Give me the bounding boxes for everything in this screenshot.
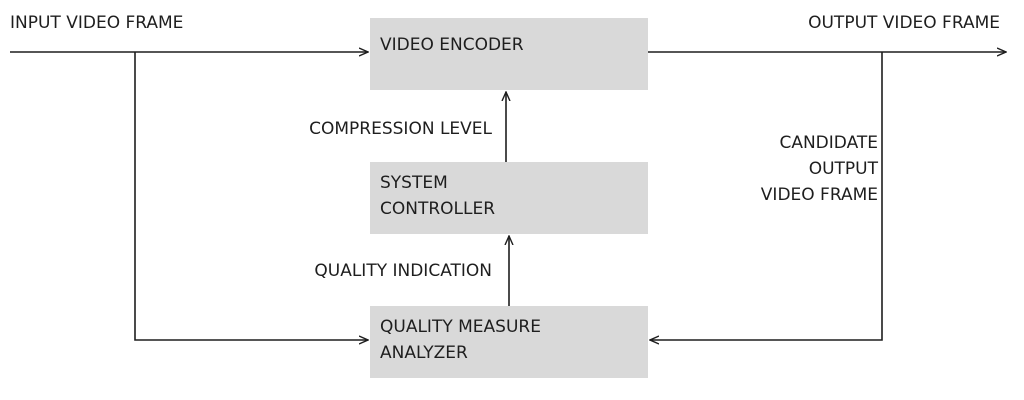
output-video-frame-label: OUTPUT VIDEO FRAME	[808, 13, 1000, 33]
candidate-to-analyzer-arrow	[650, 52, 883, 340]
candidate-label-line-2: OUTPUT	[808, 159, 878, 179]
quality-measure-analyzer-box: QUALITY MEASURE ANALYZER	[370, 306, 648, 378]
input-to-analyzer-arrow	[134, 52, 368, 340]
system-controller-label-line-2: CONTROLLER	[380, 199, 496, 219]
quality-indication-label: QUALITY INDICATION	[314, 261, 492, 281]
candidate-output-label: CANDIDATE OUTPUT VIDEO FRAME	[761, 130, 878, 208]
quality-analyzer-label-line-2: ANALYZER	[380, 343, 468, 363]
candidate-label-line-3: VIDEO FRAME	[760, 185, 878, 205]
quality-analyzer-label-line-1: QUALITY MEASURE	[380, 317, 541, 337]
video-encoder-box: VIDEO ENCODER	[370, 18, 648, 90]
input-video-frame-label: INPUT VIDEO FRAME	[10, 13, 184, 33]
compression-level-label: COMPRESSION LEVEL	[309, 119, 492, 139]
video-encoder-label: VIDEO ENCODER	[380, 35, 524, 55]
system-controller-box: SYSTEM CONTROLLER	[370, 162, 648, 234]
system-controller-label-line-1: SYSTEM	[380, 173, 448, 193]
candidate-label-line-1: CANDIDATE	[779, 133, 878, 153]
